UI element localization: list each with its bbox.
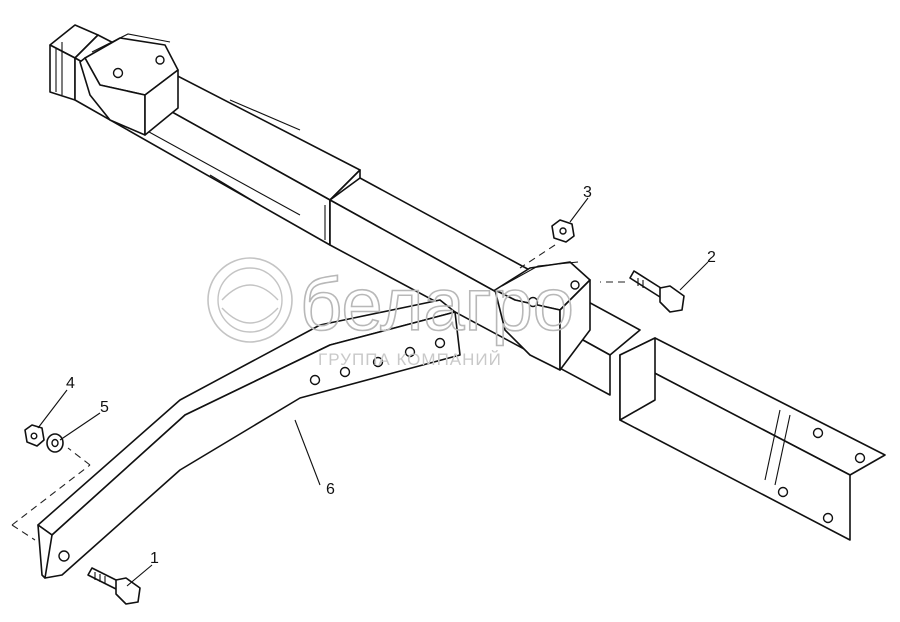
watermark-brand: белагро	[300, 263, 574, 346]
callout-leaders	[37, 197, 709, 587]
nut-part-4	[24, 424, 45, 447]
callout-6: 6	[326, 481, 335, 498]
beam-right-segment	[619, 337, 886, 541]
bracket-upper-left	[79, 33, 179, 136]
watermark-logo: белагро ГРУППА КОМПАНИЙ	[207, 257, 575, 369]
arm-part-6	[37, 299, 461, 579]
bracket-middle	[494, 261, 591, 371]
bolt-part-1	[87, 567, 141, 605]
watermark-tagline: ГРУППА КОМПАНИЙ	[318, 350, 502, 369]
callout-4: 4	[66, 375, 75, 392]
washer-part-5	[46, 433, 64, 453]
callout-1: 1	[150, 550, 159, 567]
bolt-part-2	[629, 270, 685, 313]
assembly-lines	[11, 244, 625, 541]
callout-3: 3	[583, 184, 592, 201]
nut-part-3	[551, 219, 575, 243]
callout-2: 2	[707, 249, 716, 266]
callout-5: 5	[100, 399, 109, 416]
